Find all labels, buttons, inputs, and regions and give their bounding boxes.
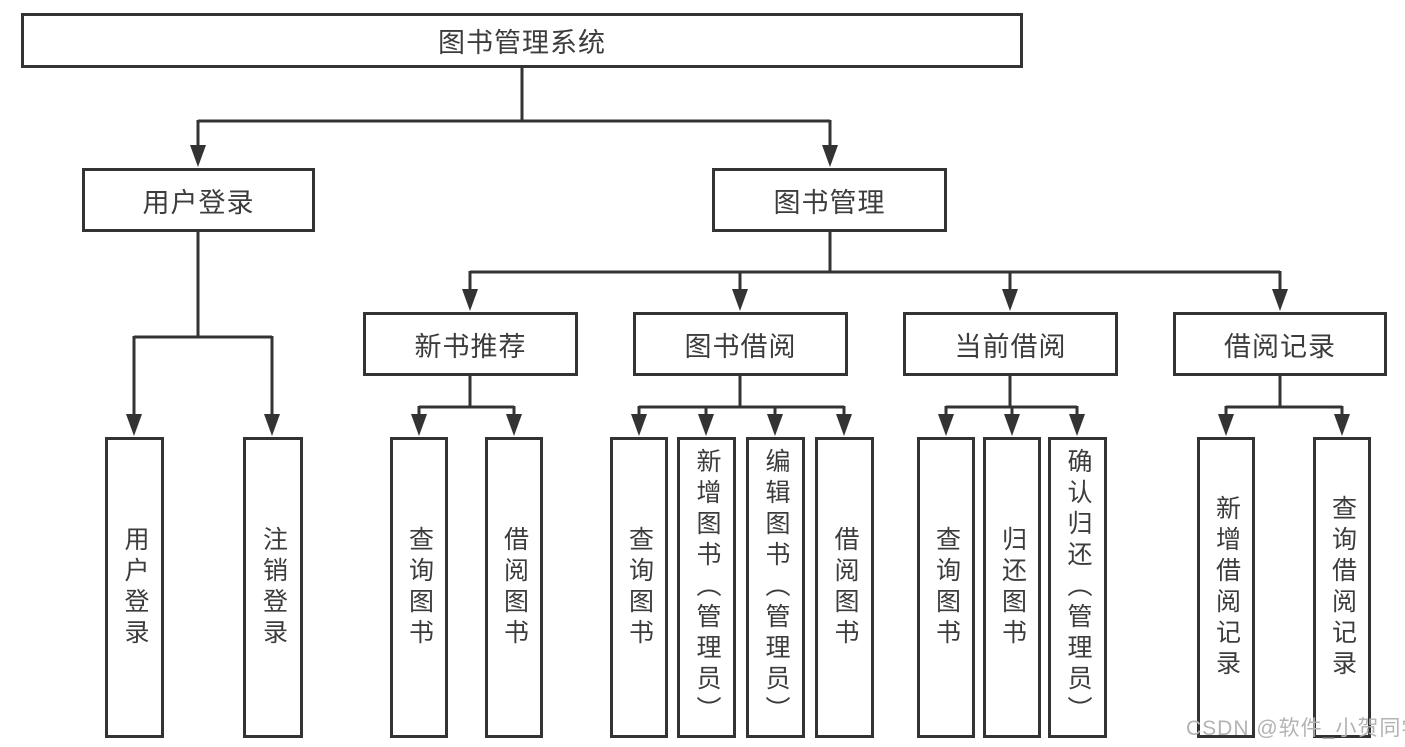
leaf-logout-label: 注销登录 bbox=[259, 525, 288, 650]
node-root-label: 图书管理系统 bbox=[438, 28, 606, 58]
leaf-current-confirm: 确认归还（管理员） bbox=[1048, 437, 1107, 738]
node-book-mgmt-label: 图书管理 bbox=[773, 187, 886, 218]
leaf-borrowing-add: 新增图书（管理员） bbox=[677, 437, 736, 738]
leaf-records-add-label: 新增借阅记录 bbox=[1212, 494, 1241, 681]
leaf-borrowing-add-label: 新增图书（管理员） bbox=[693, 448, 721, 727]
node-new-books: 新书推荐 bbox=[363, 312, 578, 376]
arrowheads bbox=[126, 145, 1350, 436]
node-book-mgmt: 图书管理 bbox=[712, 168, 947, 232]
leaf-user-login: 用户登录 bbox=[105, 437, 164, 738]
node-borrowing: 图书借阅 bbox=[633, 312, 848, 376]
node-current-label: 当前借阅 bbox=[954, 331, 1067, 362]
leaf-current-query: 查询图书 bbox=[917, 437, 975, 738]
leaf-records-add: 新增借阅记录 bbox=[1197, 437, 1255, 738]
watermark: CSDN @软件_小贺同学 bbox=[1186, 717, 1405, 740]
leaf-current-return: 归还图书 bbox=[983, 437, 1041, 738]
leaf-borrowing-query-label: 查询图书 bbox=[625, 525, 654, 650]
node-new-books-label: 新书推荐 bbox=[414, 331, 527, 362]
leaf-borrowing-query: 查询图书 bbox=[610, 437, 668, 738]
leaf-current-return-label: 归还图书 bbox=[998, 525, 1027, 650]
leaf-newbooks-borrow-label: 借阅图书 bbox=[500, 525, 529, 650]
leaf-logout: 注销登录 bbox=[243, 437, 303, 738]
leaf-current-query-label: 查询图书 bbox=[932, 525, 961, 650]
node-current: 当前借阅 bbox=[903, 312, 1118, 376]
leaf-records-query-label: 查询借阅记录 bbox=[1328, 494, 1357, 681]
leaf-borrowing-edit: 编辑图书（管理员） bbox=[746, 437, 805, 738]
leaf-current-confirm-label: 确认归还（管理员） bbox=[1064, 448, 1092, 727]
node-records: 借阅记录 bbox=[1173, 312, 1387, 376]
leaf-newbooks-query-label: 查询图书 bbox=[405, 525, 434, 650]
leaf-user-login-label: 用户登录 bbox=[121, 525, 149, 650]
node-user-login-label: 用户登录 bbox=[142, 187, 255, 218]
node-user-login: 用户登录 bbox=[82, 168, 315, 232]
leaf-borrowing-borrow: 借阅图书 bbox=[815, 437, 874, 738]
leaf-borrowing-borrow-label: 借阅图书 bbox=[831, 525, 859, 650]
node-root: 图书管理系统 bbox=[21, 13, 1023, 68]
leaf-borrowing-edit-label: 编辑图书（管理员） bbox=[762, 448, 790, 727]
node-records-label: 借阅记录 bbox=[1224, 331, 1336, 362]
node-borrowing-label: 图书借阅 bbox=[684, 331, 797, 362]
leaf-records-query: 查询借阅记录 bbox=[1313, 437, 1371, 738]
leaf-newbooks-borrow: 借阅图书 bbox=[485, 437, 543, 738]
leaf-newbooks-query: 查询图书 bbox=[390, 437, 448, 738]
